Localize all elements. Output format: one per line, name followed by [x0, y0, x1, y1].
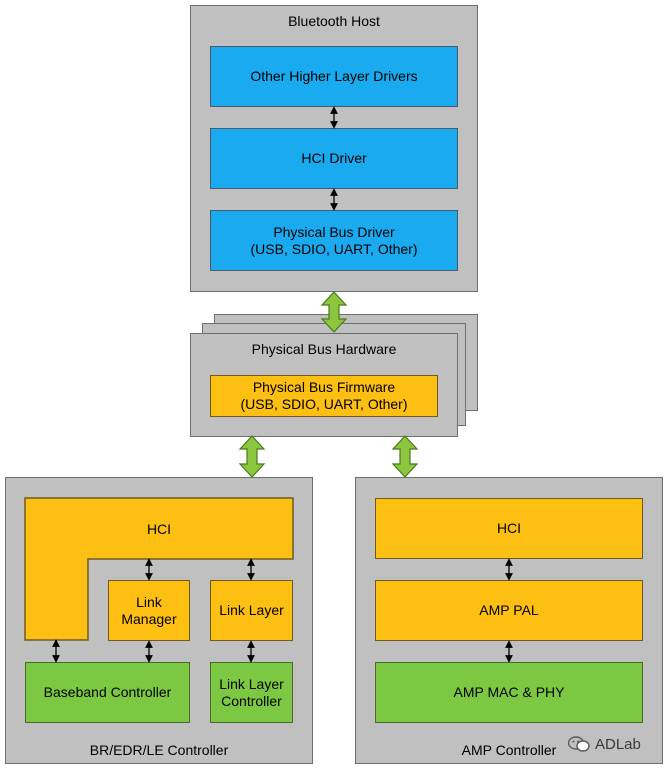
- bus-arrow-host-hardware: [320, 291, 348, 333]
- watermark-text: ADLab: [595, 735, 641, 753]
- link-manager-box: Link Manager: [108, 580, 190, 641]
- link-layer-controller-box: Link Layer Controller: [210, 662, 293, 723]
- bus-arrow-hardware-bredr: [238, 435, 266, 478]
- baseband-controller-box: Baseband Controller: [25, 662, 190, 723]
- amp-pal-box: AMP PAL: [375, 580, 643, 641]
- bluetooth-host-title: Bluetooth Host: [288, 12, 380, 29]
- watermark: ADLab: [568, 733, 641, 755]
- bus-arrow-hardware-amp: [391, 435, 419, 478]
- amp-hci-box: HCI: [375, 498, 643, 559]
- bredr-le-controller-title: BR/EDR/LE Controller: [89, 741, 229, 758]
- amp-controller-title: AMP Controller: [461, 741, 557, 758]
- bredr-hci-label: HCI: [146, 520, 172, 537]
- other-higher-layer-drivers-box: Other Higher Layer Drivers: [210, 46, 458, 107]
- physical-bus-hardware-title: Physical Bus Hardware: [251, 340, 397, 357]
- physical-bus-driver-box: Physical Bus Driver (USB, SDIO, UART, Ot…: [210, 210, 458, 271]
- link-layer-box: Link Layer: [210, 580, 293, 641]
- wechat-icon: [568, 736, 590, 752]
- physical-bus-firmware-box: Physical Bus Firmware (USB, SDIO, UART, …: [210, 375, 438, 417]
- amp-mac-phy-box: AMP MAC & PHY: [375, 662, 643, 723]
